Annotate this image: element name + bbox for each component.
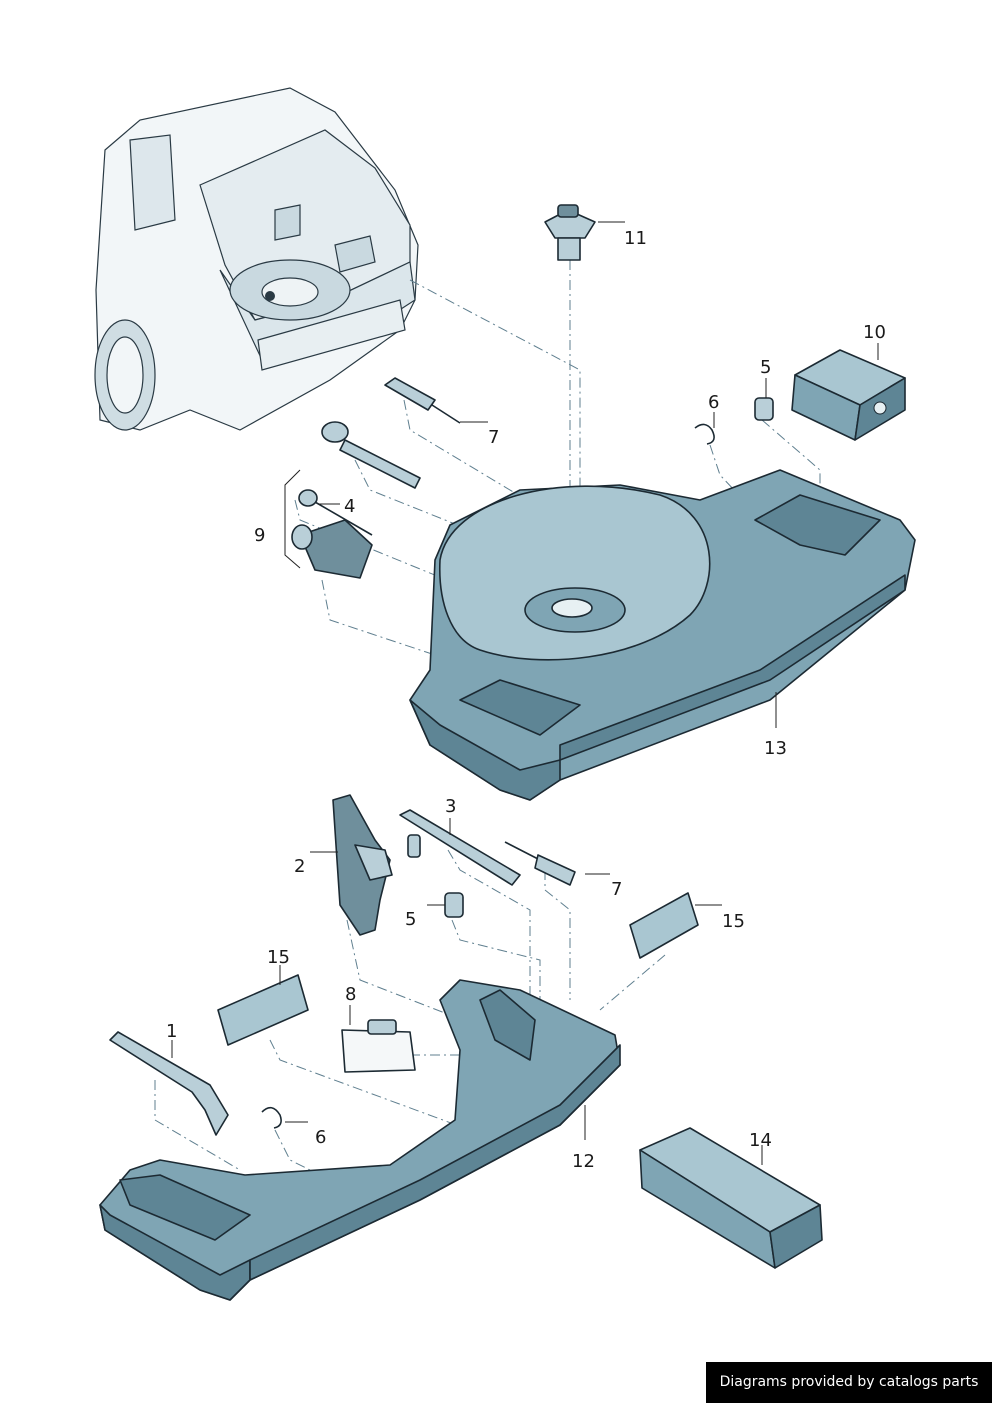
part-label-5-lower: 5	[405, 909, 416, 930]
part-label-7-lower: 7	[611, 879, 622, 900]
compressor-box	[791, 349, 906, 441]
part-label-15-left: 15	[267, 947, 290, 968]
cap-lower	[444, 892, 464, 918]
part-label-13: 13	[764, 738, 787, 759]
part-label-6-upper: 6	[708, 392, 719, 413]
cap-upper	[754, 397, 774, 421]
part-label-7-upper: 7	[488, 427, 499, 448]
clip-upper	[694, 423, 715, 445]
instruction-plate-right	[629, 892, 699, 959]
towing-eye	[321, 421, 421, 489]
vehicle-rear-illustration	[94, 87, 419, 431]
part-label-4: 4	[344, 496, 355, 517]
part-label-11: 11	[624, 228, 647, 249]
foam-block	[639, 1127, 823, 1269]
part-label-12: 12	[572, 1151, 595, 1172]
clip-lower	[261, 1106, 282, 1129]
upper-foam-tray	[409, 469, 916, 801]
part-label-5-upper: 5	[760, 357, 771, 378]
lug-wrench	[109, 1031, 229, 1136]
lower-foam-tray	[99, 979, 621, 1301]
part-label-9: 9	[254, 525, 265, 546]
screwdriver-upper	[384, 377, 461, 424]
part-label-6-lower: 6	[315, 1127, 326, 1148]
wheel-brace	[399, 809, 521, 886]
part-label-14: 14	[749, 1130, 772, 1151]
wing-bolt	[544, 204, 596, 261]
part-label-10: 10	[863, 322, 886, 343]
part-label-15-right: 15	[722, 911, 745, 932]
scissor-jack	[332, 794, 393, 936]
strap-handle	[341, 1019, 416, 1073]
screwdriver-lower	[504, 841, 576, 886]
leader-lines	[171, 221, 879, 1165]
instruction-plate-left	[217, 974, 309, 1046]
credit-banner: Diagrams provided by catalogs parts	[706, 1362, 992, 1403]
part-label-8: 8	[345, 984, 356, 1005]
part-label-3: 3	[445, 796, 456, 817]
part-label-1: 1	[166, 1021, 177, 1042]
part-label-2: 2	[294, 856, 305, 877]
wheel-bolt-adapter	[291, 489, 373, 579]
part-labels: 1 2 3 4 5 5 6 6 7 7 8 9 10 11 12 13 14 1…	[166, 228, 886, 1172]
